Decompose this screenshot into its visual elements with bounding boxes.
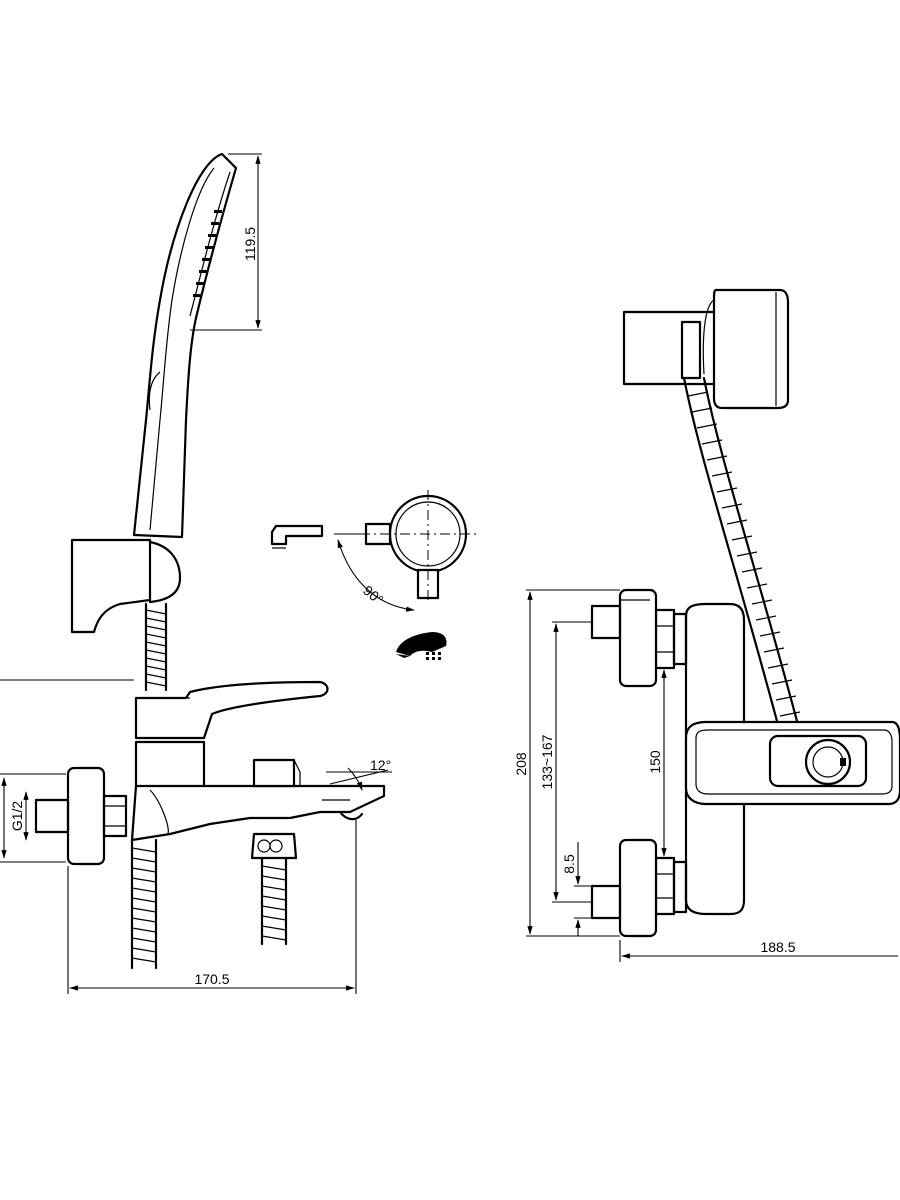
dim-front-width: 170.5 [67, 820, 357, 994]
mixer-body [130, 740, 386, 842]
dim-side-height: 208 [513, 589, 620, 937]
mixer-lever [0, 679, 329, 740]
dim-side-depth: 188.5 [619, 939, 898, 962]
dim-inlet-offset: 8.5 [561, 842, 592, 936]
dim-label-119-5: 119.5 [242, 227, 258, 261]
handle-detail: 90° [270, 490, 476, 660]
outlet-connector [250, 832, 298, 946]
dim-hand-shower-head: 119.5 [190, 153, 262, 331]
dim-label-170-5: 170.5 [194, 971, 229, 987]
shower-holder [70, 538, 182, 634]
dim-label-8-5: 8.5 [561, 854, 577, 874]
eccentric-fitting-side-bottom [590, 838, 658, 938]
dim-label-150: 150 [647, 750, 663, 774]
dim-label-208: 208 [513, 752, 529, 776]
dim-label-188-5: 188.5 [760, 939, 795, 955]
side-view: 208 133~167 8.5 150 188.5 [513, 288, 900, 962]
nozzle-row [193, 210, 222, 297]
eccentric-fitting-side-top [590, 588, 658, 688]
hose-front [130, 602, 168, 970]
wall-holder-side [622, 288, 790, 410]
hose-side [682, 376, 804, 742]
lever-side [684, 720, 900, 806]
dim-label-133-167: 133~167 [539, 734, 555, 789]
dim-label-12-deg: 12° [370, 757, 391, 773]
dim-mixer-height: 150 [647, 669, 667, 857]
dim-label-g1-2: G1/2 [9, 801, 25, 832]
front-view: 119.5 [0, 152, 392, 994]
shower-head-icon [396, 632, 447, 660]
eccentric-fitting-front: G1/2 [0, 766, 128, 866]
dim-inlet-center: 133~167 [539, 621, 592, 903]
dim-spout-angle: 12° [326, 757, 392, 791]
hand-shower [132, 152, 238, 539]
